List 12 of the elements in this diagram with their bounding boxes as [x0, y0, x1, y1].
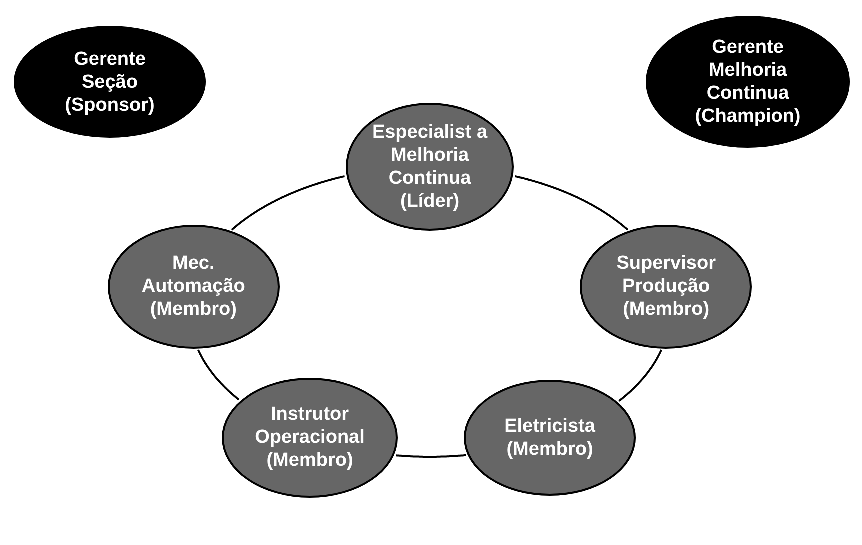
role-label: Gerente Seção (Sponsor)	[64, 48, 156, 116]
connector-line	[231, 176, 345, 231]
connector-line	[396, 454, 466, 458]
connector-line	[515, 176, 629, 231]
connector-line	[198, 350, 240, 401]
role-label: Mec. Automação (Membro)	[140, 252, 246, 322]
role-label: Instrutor Operacional (Membro)	[254, 403, 366, 472]
role-label: Especialist a Melhoria Continua (Líder)	[371, 121, 489, 213]
connector-line	[618, 350, 662, 402]
role-label: Supervisor Produção (Membro)	[616, 252, 717, 322]
role-label: Gerente Melhoria Continua (Champion)	[694, 36, 802, 128]
role-label: Eletricista (Membro)	[504, 414, 596, 461]
